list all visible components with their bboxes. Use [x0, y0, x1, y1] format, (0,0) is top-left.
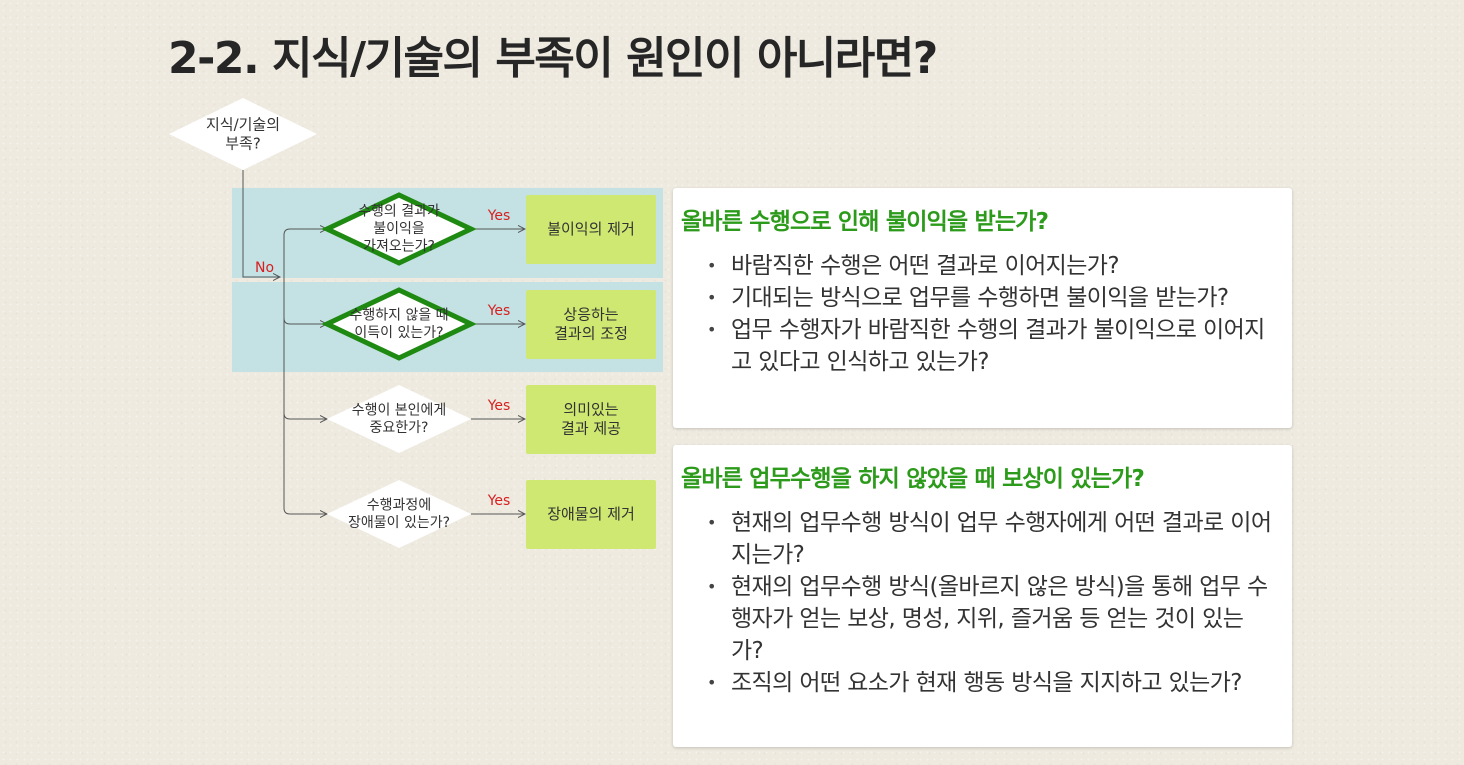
- decision-label: 중요한가?: [370, 420, 429, 436]
- decision-diamond: [327, 385, 471, 453]
- decision-label: 가져오는가?: [363, 239, 435, 255]
- bullet-item: 현재의 업무수행 방식(올바르지 않은 방식)을 통해 업무 수행자가 얻는 보…: [707, 571, 1274, 667]
- decision-label: 수행이 본인에게: [352, 402, 447, 418]
- result-label: 상응하는: [563, 306, 618, 324]
- card-disadvantage: 올바른 수행으로 인해 불이익을 받는가? 바람직한 수행은 어떤 결과로 이어…: [673, 188, 1292, 428]
- decision-label: 수행과정에: [367, 497, 431, 513]
- decision-diamond: [327, 480, 471, 548]
- result-label: 불이익의 제거: [547, 220, 635, 238]
- decision-label: 장애물이 있는가?: [348, 515, 450, 531]
- result-box: [526, 385, 656, 454]
- bullet-item: 업무 수행자가 바람직한 수행의 결과가 불이익으로 이어지고 있다고 인식하고…: [707, 314, 1274, 378]
- yes-label: Yes: [487, 493, 511, 509]
- decision-label: 이득이 있는가?: [354, 325, 443, 341]
- decision-diamond: [321, 192, 477, 266]
- result-box: [526, 480, 656, 549]
- no-connector: [242, 170, 280, 277]
- no-label: No: [255, 260, 274, 276]
- bullet-item: 기대되는 방식으로 업무를 수행하면 불이익을 받는가?: [707, 282, 1274, 314]
- yes-label: Yes: [487, 398, 511, 414]
- bullet-list: 현재의 업무수행 방식이 업무 수행자에게 어떤 결과로 이어지는가? 현재의 …: [681, 507, 1274, 699]
- yes-label: Yes: [487, 208, 511, 224]
- bullet-item: 조직의 어떤 요소가 현재 행동 방식을 지지하고 있는가?: [707, 667, 1274, 699]
- page-title: 2-2. 지식/기술의 부족이 원인이 아니라면?: [168, 33, 938, 84]
- card-heading: 올바른 수행으로 인해 불이익을 받는가?: [681, 209, 1049, 235]
- card-reward: 올바른 업무수행을 하지 않았을 때 보상이 있는가? 현재의 업무수행 방식이…: [673, 445, 1292, 747]
- branch-connector: [283, 412, 327, 419]
- result-box: [526, 290, 656, 359]
- start-decision-label: 지식/기술의: [206, 116, 280, 134]
- branch-connector: [283, 317, 327, 324]
- bullet-item: 현재의 업무수행 방식이 업무 수행자에게 어떤 결과로 이어지는가?: [707, 507, 1274, 571]
- decision-label: 수행하지 않을 때: [349, 307, 448, 323]
- branch-connector: [283, 229, 327, 236]
- result-label: 결과 제공: [561, 419, 621, 437]
- start-decision-diamond: [169, 98, 317, 170]
- decision-diamond: [321, 287, 477, 361]
- result-label: 결과의 조정: [554, 324, 628, 342]
- bullet-list: 바람직한 수행은 어떤 결과로 이어지는가? 기대되는 방식으로 업무를 수행하…: [681, 250, 1274, 378]
- result-label: 장애물의 제거: [547, 505, 635, 523]
- branch-connector: [283, 507, 327, 514]
- bullet-item: 바람직한 수행은 어떤 결과로 이어지는가?: [707, 250, 1274, 282]
- yes-label: Yes: [487, 303, 511, 319]
- decision-label: 불이익을: [373, 221, 425, 237]
- decision-label: 수행의 결과가: [358, 204, 440, 220]
- result-box: [526, 195, 656, 264]
- start-decision-label: 부족?: [225, 134, 261, 152]
- card-heading: 올바른 업무수행을 하지 않았을 때 보상이 있는가?: [681, 466, 1145, 492]
- result-label: 의미있는: [563, 401, 618, 419]
